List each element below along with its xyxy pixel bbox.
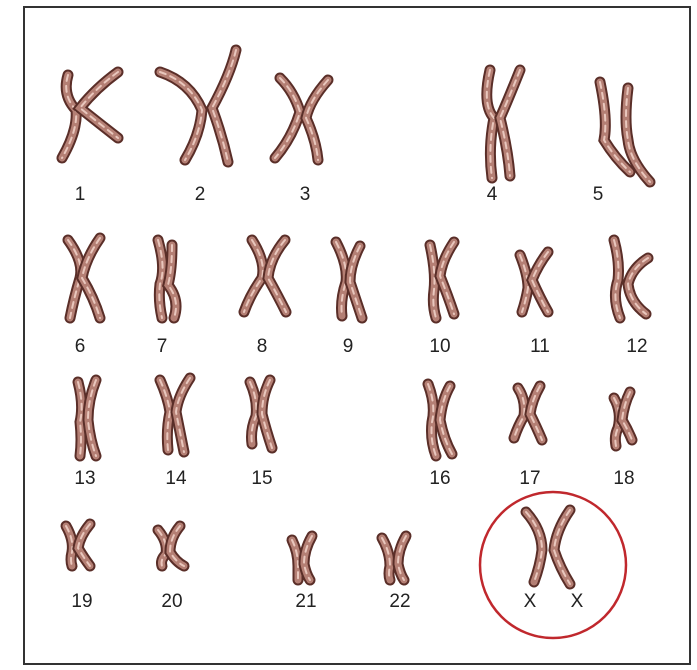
chromosome-label-19: 19 bbox=[71, 591, 92, 612]
sex-chromosome-label-x1: X bbox=[524, 591, 537, 612]
chromosome-17-chromatid-1 bbox=[514, 388, 524, 438]
chromosome-label-3: 3 bbox=[300, 184, 311, 205]
chromosome-x bbox=[526, 510, 570, 584]
chromosome-22-chromatid-2 bbox=[398, 536, 406, 580]
chromosome-18 bbox=[614, 392, 632, 446]
chromosome-label-8: 8 bbox=[257, 336, 268, 357]
chromosome-x-chromatid-2 bbox=[554, 510, 570, 584]
chromosome-2-chromatid-1 bbox=[160, 72, 202, 160]
chromosome-18-chromatid-2 bbox=[622, 392, 632, 440]
chromosomes-layer bbox=[62, 50, 650, 584]
chromosome-1-chromatid-1 bbox=[62, 75, 76, 158]
chromosome-label-13: 13 bbox=[74, 468, 95, 489]
chromosome-7 bbox=[158, 240, 176, 318]
chromosome-21-chromatid-2 bbox=[304, 536, 312, 580]
chromosome-22-chromatid-1 bbox=[382, 538, 390, 580]
chromosome-22 bbox=[382, 536, 406, 580]
chromosome-15-chromatid-2 bbox=[262, 380, 272, 448]
chromosome-4-chromatid-2 bbox=[500, 70, 520, 176]
chromosome-10-chromatid-2 bbox=[440, 242, 454, 314]
chromosome-label-7: 7 bbox=[157, 336, 168, 357]
chromosome-label-11: 11 bbox=[530, 336, 550, 357]
chromosome-2 bbox=[160, 50, 236, 162]
chromosome-label-4: 4 bbox=[487, 184, 498, 205]
chromosome-11 bbox=[520, 252, 548, 312]
chromosome-20-chromatid-2 bbox=[170, 526, 184, 566]
chromosome-17-chromatid-2 bbox=[530, 386, 542, 440]
chromosome-15 bbox=[250, 380, 272, 448]
chromosome-7-chromatid-1 bbox=[158, 240, 163, 318]
chromosome-11-chromatid-2 bbox=[532, 252, 548, 312]
chromosome-19-chromatid-1 bbox=[66, 526, 72, 566]
chromosome-16 bbox=[428, 384, 452, 456]
chromosome-8 bbox=[244, 240, 286, 312]
chromosome-3-chromatid-1 bbox=[275, 78, 300, 158]
chromosome-12 bbox=[614, 240, 648, 318]
chromosome-14-chromatid-1 bbox=[160, 380, 170, 450]
chromosome-17 bbox=[514, 386, 542, 440]
chromosome-label-18: 18 bbox=[613, 468, 634, 489]
chromosome-label-6: 6 bbox=[75, 336, 86, 357]
chromosome-14 bbox=[160, 378, 190, 452]
chromosome-9-chromatid-2 bbox=[350, 246, 362, 318]
chromosome-label-10: 10 bbox=[429, 336, 450, 357]
chromosome-10-chromatid-1 bbox=[430, 245, 436, 318]
chromosome-label-2: 2 bbox=[195, 184, 206, 205]
chromosome-8-chromatid-2 bbox=[268, 240, 286, 312]
chromosome-13-chromatid-1 bbox=[78, 382, 82, 456]
chromosome-1 bbox=[62, 72, 118, 158]
chromosome-label-21: 21 bbox=[295, 591, 316, 612]
chromosome-x-chromatid-1 bbox=[526, 512, 542, 582]
chromosome-6 bbox=[68, 238, 100, 318]
chromosome-10 bbox=[430, 242, 454, 318]
chromosome-19-chromatid-2 bbox=[78, 524, 90, 566]
chromosome-3 bbox=[275, 78, 328, 160]
chromosome-label-20: 20 bbox=[161, 591, 182, 612]
chromosome-label-9: 9 bbox=[343, 336, 354, 357]
chromosome-12-chromatid-1 bbox=[614, 240, 620, 318]
chromosome-label-15: 15 bbox=[251, 468, 272, 489]
sex-chromosome-highlight-circle bbox=[480, 492, 626, 638]
chromosome-label-16: 16 bbox=[429, 468, 450, 489]
chromosome-4 bbox=[487, 70, 520, 178]
chromosome-19 bbox=[66, 524, 90, 566]
chromosome-20 bbox=[158, 526, 184, 566]
chromosome-14-chromatid-2 bbox=[176, 378, 190, 452]
chromosome-21-chromatid-1 bbox=[292, 540, 298, 580]
chromosome-label-1: 1 bbox=[75, 184, 86, 205]
chromosome-1-chromatid-2 bbox=[80, 72, 118, 138]
chromosome-label-5: 5 bbox=[593, 184, 604, 205]
chromosome-6-chromatid-2 bbox=[82, 238, 100, 318]
chromosome-13 bbox=[78, 380, 96, 456]
chromosome-21 bbox=[292, 536, 312, 580]
chromosome-12-chromatid-2 bbox=[628, 258, 648, 314]
chromosome-label-14: 14 bbox=[165, 468, 187, 489]
chromosome-9 bbox=[336, 242, 362, 318]
chromosome-8-chromatid-1 bbox=[244, 240, 263, 312]
chromosome-3-chromatid-2 bbox=[306, 80, 328, 160]
chromosome-label-22: 22 bbox=[389, 591, 410, 612]
chromosome-16-chromatid-2 bbox=[440, 386, 452, 454]
chromosome-5 bbox=[600, 82, 650, 182]
chromosome-11-chromatid-1 bbox=[520, 255, 528, 312]
chromosome-label-17: 17 bbox=[519, 468, 540, 489]
chromosome-4-chromatid-1 bbox=[487, 70, 494, 178]
chromosome-13-chromatid-2 bbox=[88, 380, 96, 456]
chromosome-15-chromatid-1 bbox=[250, 382, 256, 444]
chromosome-2-chromatid-2 bbox=[212, 50, 236, 162]
chromosome-label-12: 12 bbox=[626, 336, 647, 357]
chromosome-7-chromatid-2 bbox=[168, 245, 176, 318]
sex-chromosome-label-x2: X bbox=[571, 591, 584, 612]
